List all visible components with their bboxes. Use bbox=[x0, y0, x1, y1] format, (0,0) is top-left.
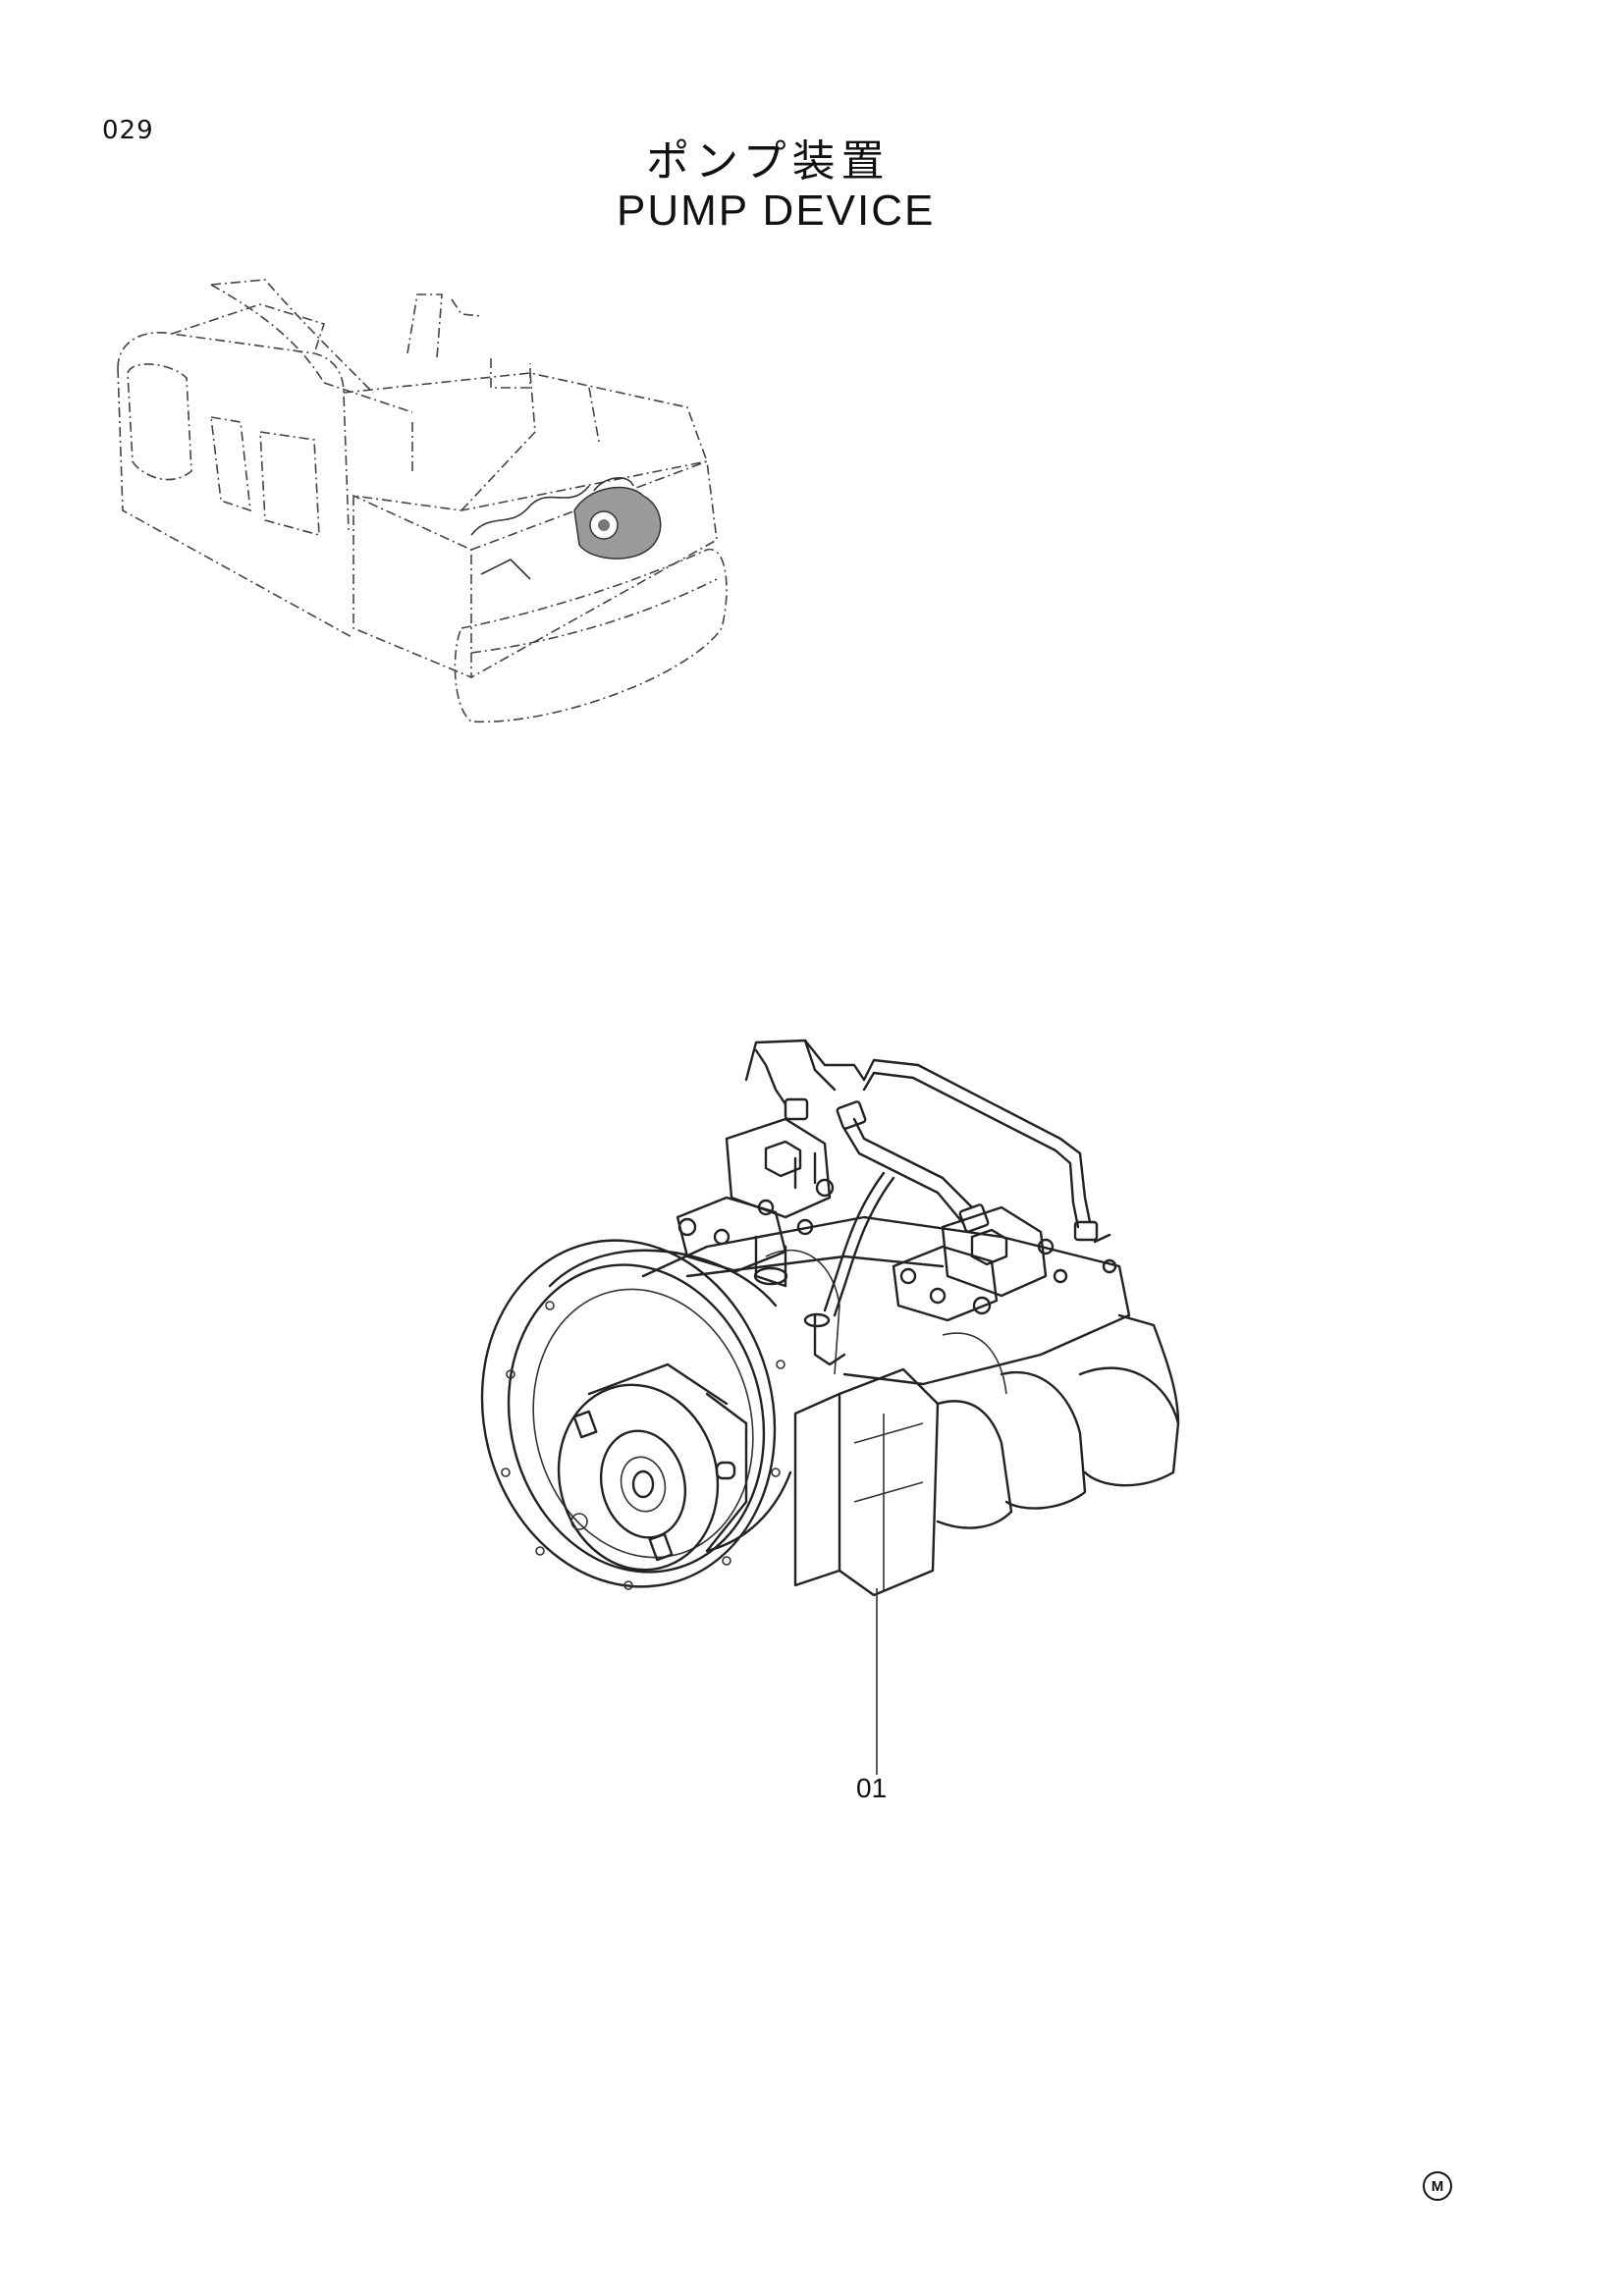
callout-label-01: 01 bbox=[856, 1773, 888, 1803]
excavator-location-icon bbox=[117, 279, 728, 723]
title-english: PUMP DEVICE bbox=[617, 187, 936, 235]
title-japanese: ポンプ装置 bbox=[646, 136, 891, 187]
page-number: 029 bbox=[102, 116, 154, 145]
pump-assembly-icon bbox=[480, 1039, 1180, 1775]
m-mark: M bbox=[1423, 2171, 1452, 2201]
